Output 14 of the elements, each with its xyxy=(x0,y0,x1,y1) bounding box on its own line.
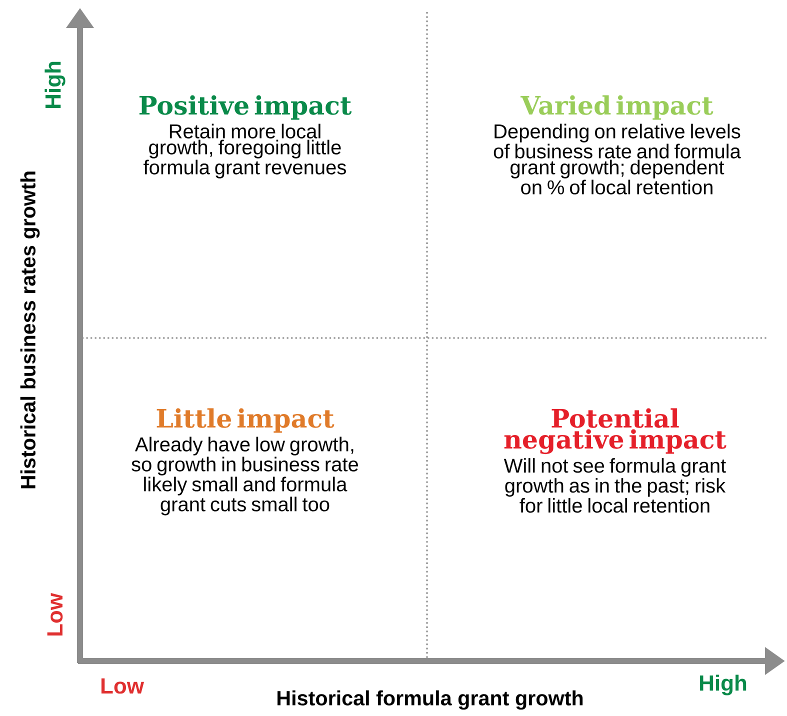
axis-level-label: Low xyxy=(47,592,63,636)
description: Will not see formula grant growth as in the past; risk for little local retention xyxy=(504,458,726,513)
axis-title: Historical formula grant growth xyxy=(278,690,583,710)
heading: Varied impact xyxy=(520,95,714,120)
description: Retain more local growth, foregoing little formula grant revenues xyxy=(144,124,346,178)
axis-level-label: High xyxy=(44,62,66,108)
heading: Little impact xyxy=(156,408,334,433)
description: Already have low growth, so growth in business rate likely small and formula grant cuts small too xyxy=(132,436,358,516)
description: Depending on relative levels of business rate and formula grant growth; dependent on % of local retention xyxy=(494,124,741,194)
heading: Potential negative impact xyxy=(504,408,726,454)
heading: Positive impact xyxy=(139,95,352,120)
axis-level-label: Low xyxy=(101,678,144,694)
axis-title: Historical business rates growth xyxy=(20,172,40,488)
axis-level-label: High xyxy=(700,674,746,696)
